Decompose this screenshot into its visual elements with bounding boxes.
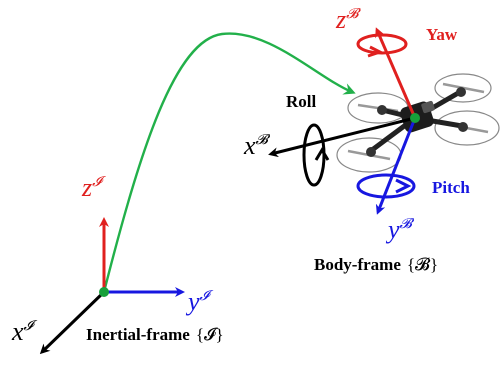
inertial-frame: z𝓘 y𝓘 x𝓘 Inertial-frame{𝓘}	[11, 173, 224, 355]
inertial-y-label: y𝓘	[185, 287, 214, 316]
inertial-frame-label: Inertial-frame{𝓘}	[86, 325, 224, 344]
body-y-label: y𝓑	[385, 215, 415, 244]
yaw-arrow-ring	[356, 33, 408, 55]
yaw-arrow-head	[367, 45, 384, 58]
pitch-arrow-ring	[356, 173, 416, 199]
body-frame-label: Body-frame{𝓑}	[314, 255, 438, 274]
roll-arrow-head	[314, 147, 330, 161]
pitch-rotation: Pitch	[356, 173, 470, 199]
inertial-z-label: z𝓘	[81, 173, 106, 202]
body-z-label: z𝓑	[335, 5, 361, 34]
inertial-x-axis	[39, 290, 106, 355]
body-origin	[410, 113, 420, 123]
pitch-label: Pitch	[432, 178, 470, 197]
roll-arrow-ring	[302, 123, 326, 187]
yaw-rotation: Yaw	[356, 25, 458, 58]
roll-label: Roll	[286, 92, 317, 111]
quadcopter-drone-icon	[336, 73, 500, 173]
inertial-x-label: x𝓘	[11, 317, 38, 346]
body-z-axis	[375, 27, 417, 119]
yaw-label: Yaw	[426, 25, 458, 44]
inertial-origin	[99, 287, 109, 297]
trajectory-curve	[102, 32, 356, 293]
roll-rotation: Roll	[286, 92, 330, 187]
body-x-label: x𝓑	[243, 131, 271, 160]
body-x-axis	[268, 116, 416, 158]
pitch-arrow-head	[395, 178, 412, 194]
